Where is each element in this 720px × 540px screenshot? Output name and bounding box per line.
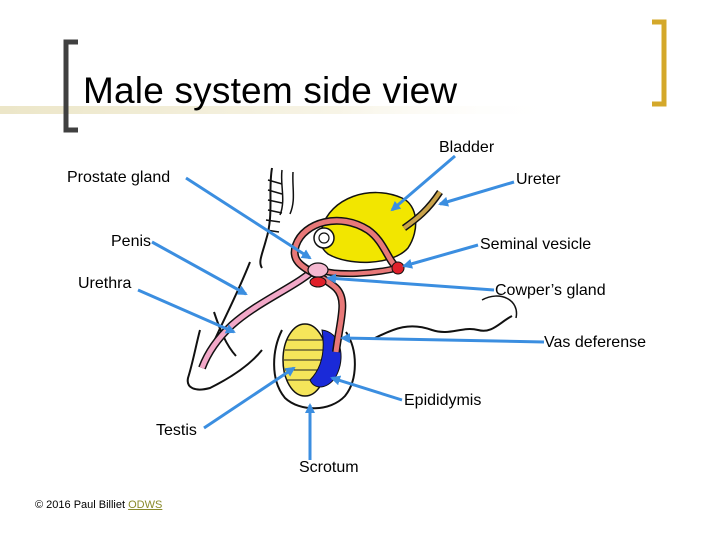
arrow-urethra <box>137 288 236 334</box>
vas-deferens-shape <box>292 218 400 353</box>
seminal-vesicle-coil <box>313 227 335 249</box>
footer-link-odws[interactable]: ODWS <box>128 499 163 511</box>
label-prostate-gland: Prostate gland <box>67 169 171 186</box>
arrow-cowpers-gland <box>326 273 495 292</box>
left-bracket <box>63 39 78 133</box>
cowpers-gland-shape <box>309 276 327 288</box>
label-cowpers-gland: Cowper’s gland <box>495 282 606 299</box>
spine-outline <box>259 167 273 269</box>
penis-outline <box>186 329 263 391</box>
arrow-epididymis <box>330 375 403 402</box>
ureter-shape <box>402 190 442 230</box>
urethra-shape <box>199 264 320 369</box>
scrotum-outline <box>273 329 356 410</box>
arrow-penis <box>151 240 248 296</box>
label-urethra: Urethra <box>78 275 132 292</box>
arrow-vas-deferense <box>340 333 545 344</box>
label-epididymis: Epididymis <box>404 392 482 409</box>
arrow-testis <box>203 366 296 430</box>
label-ureter: Ureter <box>516 171 561 188</box>
arrow-seminal-vesicle <box>402 243 479 269</box>
label-testis: Testis <box>156 422 197 439</box>
label-penis: Penis <box>111 233 152 250</box>
footer-copyright-text: © 2016 Paul Billiet <box>35 499 129 511</box>
arrow-prostate-gland <box>185 176 312 260</box>
label-vas-deferense: Vas deferense <box>544 334 646 351</box>
arrow-bladder <box>390 154 456 212</box>
footer-copyright: © 2016 Paul Billiet ODWS <box>35 499 162 511</box>
arrow-ureter <box>438 180 515 207</box>
label-scrotum: Scrotum <box>299 459 359 476</box>
title-underline-bar <box>0 106 560 114</box>
label-seminal-vesicle: Seminal vesicle <box>480 236 592 253</box>
slide-title: Male system side view <box>83 70 458 111</box>
label-bladder: Bladder <box>439 139 495 156</box>
right-bracket <box>652 19 667 107</box>
